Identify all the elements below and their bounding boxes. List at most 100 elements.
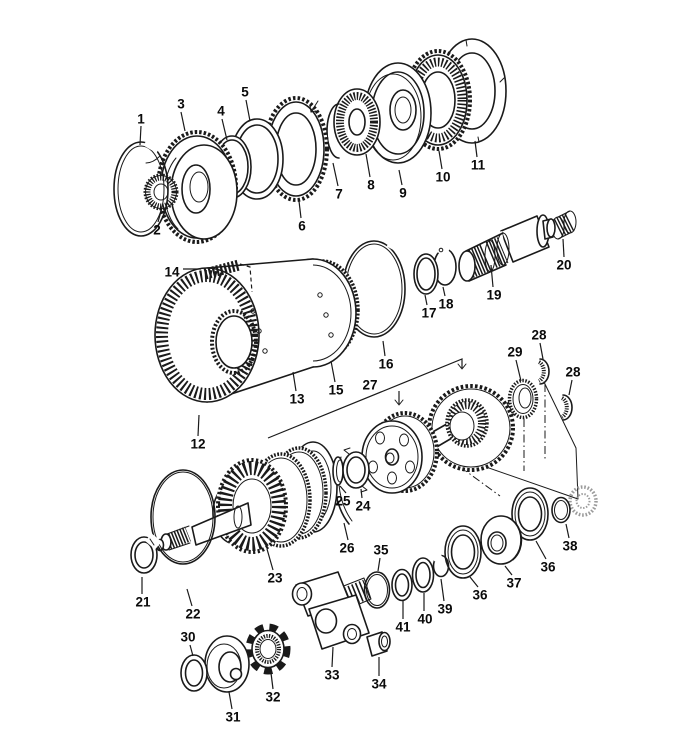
- part-19-callout: 19: [486, 264, 502, 303]
- leader-line-part-7: [332, 162, 339, 187]
- part-number-6: 6: [298, 219, 306, 234]
- part-3-callout: 3: [177, 97, 186, 132]
- part-1-callout: 1: [137, 112, 145, 146]
- part-41-washer: [391, 568, 413, 602]
- part-number-5: 5: [241, 85, 249, 100]
- part-number-41: 41: [395, 620, 411, 635]
- leader-line-part-10: [438, 150, 443, 170]
- part-23-callout: 23: [266, 548, 283, 586]
- part-14-spring: [203, 259, 241, 280]
- part-27-sun-gear-hub: [445, 398, 489, 448]
- leader-line-part-37: [504, 565, 513, 576]
- part-number-37: 37: [506, 576, 521, 591]
- part-number-22: 22: [185, 607, 200, 622]
- part-26-callout: 26: [339, 522, 355, 556]
- part-number-28: 28: [531, 328, 547, 343]
- part-2-needle-bearing: [143, 173, 179, 211]
- part-28-bearing-shell-right: [560, 394, 573, 421]
- leader-line-part-3: [180, 111, 186, 132]
- part-36-callout: 36: [535, 540, 556, 575]
- part-number-14: 14: [164, 265, 180, 280]
- pointer-arrow: [309, 100, 319, 113]
- part-number-40: 40: [417, 612, 432, 627]
- part-10-callout: 10: [435, 150, 451, 185]
- part-12-callout: 12: [190, 414, 206, 452]
- row-4-governor-and-seals: [180, 485, 598, 693]
- leader-line-part-33: [331, 646, 334, 668]
- part-13-callout: 13: [289, 371, 305, 407]
- leader-line-part-26: [343, 522, 349, 541]
- leader-line-part-16: [382, 340, 386, 357]
- part-32-castellated-nut: [245, 623, 291, 675]
- leader-line-part-36: [469, 576, 479, 588]
- part-number-13: 13: [289, 392, 305, 407]
- part-30-callout: 30: [180, 630, 196, 657]
- row-3-planetary-assembly: [130, 358, 579, 574]
- part-number-9: 9: [399, 186, 407, 201]
- part-27-callout: 27: [267, 358, 463, 439]
- part-number-35: 35: [373, 543, 389, 558]
- part-40-callout: 40: [417, 593, 433, 627]
- part-41-callout: 41: [395, 601, 411, 635]
- part-number-18: 18: [438, 297, 454, 312]
- part-number-11: 11: [471, 158, 486, 173]
- part-27-planet-carrier: [361, 411, 439, 494]
- leader-line-part-12: [197, 414, 200, 437]
- part-24-callout: 24: [355, 488, 371, 514]
- part-number-23: 23: [267, 571, 283, 586]
- part-number-39: 39: [437, 602, 452, 617]
- part-number-12: 12: [190, 437, 205, 452]
- part-7-retaining-clip: [326, 103, 340, 159]
- part-34-callout: 34: [371, 657, 387, 692]
- part-number-38: 38: [562, 539, 578, 554]
- part-number-8: 8: [367, 178, 375, 193]
- leader-line-part-4: [221, 118, 228, 141]
- part-8-needle-bearing-assembly: [333, 88, 381, 156]
- part-21-callout: 21: [135, 577, 151, 610]
- leader-line-part-1: [139, 125, 142, 146]
- part-23-gear-cluster-shaft: [155, 441, 338, 554]
- leader-line-part-38: [565, 523, 570, 539]
- part-12-clutch-housing-drum: [154, 258, 357, 403]
- part-36-callout: 36: [469, 576, 488, 603]
- leader-line-part-27: [267, 358, 463, 439]
- part-number-7: 7: [335, 187, 343, 202]
- leader-line-part-19: [490, 264, 494, 288]
- part-25-ring: [332, 456, 344, 486]
- leader-line-part-17: [424, 294, 428, 306]
- part-38-callout: 38: [562, 523, 578, 554]
- leader-line-part-30: [189, 644, 194, 657]
- part-9-callout: 9: [398, 169, 407, 201]
- part-number-4: 4: [217, 104, 225, 119]
- part-number-34: 34: [371, 677, 387, 692]
- part-number-17: 17: [421, 306, 436, 321]
- part-number-36: 36: [540, 560, 556, 575]
- part-28-bearing-shell-top: [537, 358, 550, 385]
- part-39-callout: 39: [437, 578, 453, 617]
- part-number-10: 10: [435, 170, 450, 185]
- part-number-2: 2: [153, 223, 161, 238]
- part-32-callout: 32: [265, 672, 281, 705]
- part-17-ring: [413, 253, 439, 295]
- leader-line-part-32: [270, 672, 274, 690]
- row-1-clutch-assembly: [113, 38, 507, 244]
- leader-line-part-23: [266, 548, 274, 571]
- part-22-large-ring: [150, 469, 216, 565]
- part-2-callout: 2: [153, 207, 163, 238]
- part-number-21: 21: [135, 595, 151, 610]
- leader-line-part-14: [239, 263, 253, 293]
- part-35-o-ring: [363, 571, 391, 609]
- leader-line-part-31: [228, 691, 233, 710]
- part-number-31: 31: [225, 710, 241, 725]
- part-number-28: 28: [565, 365, 581, 380]
- part-21-keyed-washer: [130, 533, 162, 574]
- part-number-15: 15: [328, 383, 344, 398]
- part-4-callout: 4: [217, 104, 228, 141]
- part-33-callout: 33: [324, 646, 340, 683]
- part-37-bearing-cup: [480, 515, 523, 565]
- leader-line-part-13: [292, 371, 297, 392]
- part-19-splined-shaft: [458, 214, 556, 282]
